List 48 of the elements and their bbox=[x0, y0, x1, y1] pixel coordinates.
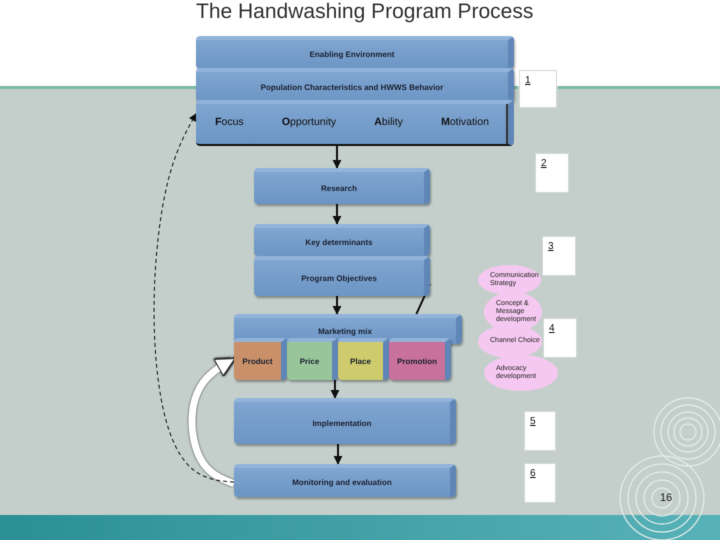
step-number-box bbox=[524, 411, 556, 451]
label-text: Price bbox=[300, 356, 320, 366]
process-block bbox=[389, 338, 451, 380]
process-block bbox=[254, 168, 430, 204]
process-block bbox=[196, 68, 514, 102]
label-text: 1 bbox=[525, 75, 531, 86]
label-text: Ability bbox=[374, 116, 403, 128]
label-text: Research bbox=[320, 184, 358, 192]
label-text: 2 bbox=[541, 158, 547, 169]
label-text: Implementation bbox=[312, 418, 372, 428]
arrow bbox=[330, 380, 340, 399]
arrow bbox=[334, 444, 342, 465]
arrow bbox=[332, 296, 342, 315]
process-block bbox=[287, 338, 338, 380]
process-block bbox=[196, 36, 514, 69]
label-text: Promotion bbox=[397, 356, 437, 366]
step-number-box bbox=[543, 318, 577, 358]
label-text: Product bbox=[242, 356, 273, 366]
process-block bbox=[254, 224, 430, 256]
label-text: Key determinants bbox=[305, 238, 373, 246]
arrow bbox=[154, 113, 234, 483]
process-block bbox=[234, 338, 287, 380]
step-number-box bbox=[519, 70, 557, 108]
label-text: Motivation bbox=[441, 116, 489, 128]
arrow bbox=[332, 146, 342, 169]
label-text: Marketing mix bbox=[318, 326, 372, 336]
process-block bbox=[338, 338, 389, 380]
title: The Handwashing Program Process bbox=[196, 0, 534, 24]
label-text: Program Objectives bbox=[301, 274, 377, 282]
label-text: 4 bbox=[549, 323, 555, 334]
page-number: 16 bbox=[660, 492, 672, 504]
step-number-box bbox=[524, 463, 556, 503]
process-block bbox=[234, 398, 456, 444]
label-text: 3 bbox=[548, 241, 554, 252]
label-text: 5 bbox=[530, 416, 536, 427]
label-text: Population Characteristics and HWWS Behavior bbox=[260, 82, 444, 92]
step-number-box bbox=[542, 236, 576, 276]
arrow bbox=[332, 204, 342, 225]
process-block bbox=[254, 256, 430, 296]
process-block bbox=[234, 464, 456, 497]
step-number-box bbox=[535, 153, 569, 193]
label-text: Focus bbox=[215, 116, 244, 128]
label-text: Opportunity bbox=[282, 116, 336, 128]
label-text: Place bbox=[350, 356, 371, 366]
label-text: Monitoring and evaluation bbox=[292, 478, 392, 487]
label-text: Enabling Environment bbox=[310, 50, 394, 59]
process-block bbox=[196, 100, 514, 146]
label-text: 6 bbox=[530, 468, 536, 479]
